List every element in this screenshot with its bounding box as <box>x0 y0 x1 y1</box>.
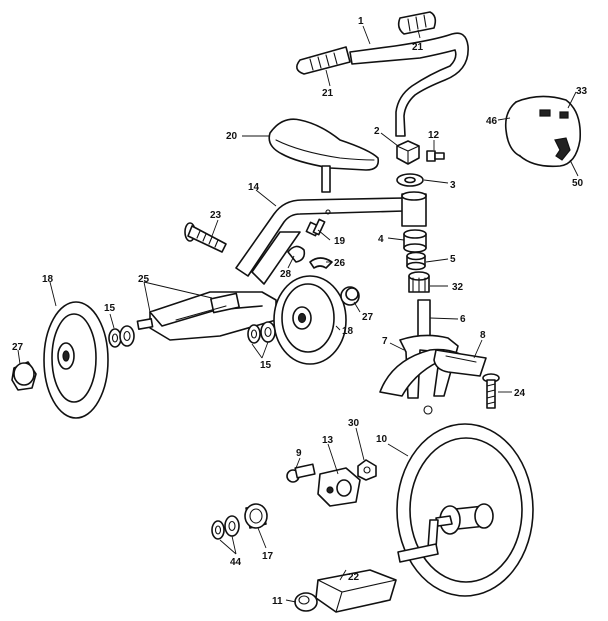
callout-20: 20 <box>226 131 238 142</box>
callout-8: 8 <box>480 330 486 341</box>
callout-24: 24 <box>514 388 526 399</box>
front-wheel-part-10 <box>396 423 534 597</box>
handlebar-grip-left <box>296 46 351 75</box>
callout-11: 11 <box>272 596 283 607</box>
screw-part-24 <box>482 373 500 409</box>
rear-wheel-left-part-18 <box>43 301 109 419</box>
callout-13: 13 <box>322 435 334 446</box>
callout-1: 1 <box>358 16 364 27</box>
pedal-part-22 <box>315 569 397 613</box>
frame-part-14 <box>235 191 427 285</box>
washer-part-3 <box>396 173 424 187</box>
callout-10: 10 <box>376 434 388 445</box>
screw-part-19 <box>305 218 326 237</box>
bearing-race-part-5 <box>406 251 426 271</box>
washer-set-left-part-15 <box>108 325 135 348</box>
bolt-part-9 <box>286 463 316 483</box>
washer-set-right-part-15 <box>247 321 276 344</box>
callout-12: 12 <box>428 130 440 141</box>
callout-30: 30 <box>348 418 360 429</box>
washer-set-part-44 <box>211 515 240 540</box>
fender-part-7 <box>379 348 461 397</box>
callout-14: 14 <box>248 182 260 193</box>
callout-25: 25 <box>138 274 150 285</box>
leader-lines <box>17 25 579 603</box>
callout-3: 3 <box>450 180 456 191</box>
handlebar-part-1 <box>349 32 469 137</box>
callout-18-right: 18 <box>342 326 354 337</box>
spring-clip-part-28 <box>287 245 306 263</box>
bearing-cup-part-4 <box>403 229 427 253</box>
callout-7: 7 <box>382 336 388 347</box>
hub-cap-right-part-27 <box>340 286 360 306</box>
bolt-part-12 <box>426 150 445 162</box>
callout-9: 9 <box>296 448 302 459</box>
callout-5: 5 <box>450 254 456 265</box>
callout-33: 33 <box>576 86 588 97</box>
callout-21-top: 21 <box>412 42 424 53</box>
callout-32: 32 <box>452 282 464 293</box>
callout-50: 50 <box>572 178 584 189</box>
callout-2: 2 <box>374 126 380 137</box>
bolt-part-23 <box>184 222 227 253</box>
callout-18-left: 18 <box>42 274 54 285</box>
callout-15-right: 15 <box>260 360 272 371</box>
bracket-part-8 <box>433 349 487 377</box>
handlebar-grip-right <box>397 11 437 35</box>
cap-part-11 <box>294 592 318 612</box>
callout-labels: 1 21 21 2 12 3 20 46 33 50 14 23 19 4 5 … <box>12 16 588 607</box>
clip-part-26 <box>309 257 333 269</box>
callout-46: 46 <box>486 116 498 127</box>
callout-21-left: 21 <box>322 88 334 99</box>
callout-17: 17 <box>262 551 274 562</box>
bearing-part-32 <box>408 271 430 293</box>
callout-27-left: 27 <box>12 342 24 353</box>
callout-4: 4 <box>378 234 384 245</box>
callout-28: 28 <box>280 269 292 280</box>
nut-part-2 <box>396 140 420 165</box>
nut-part-30 <box>357 459 377 481</box>
pedal-block-part-13 <box>317 467 361 507</box>
callout-27-right: 27 <box>362 312 374 323</box>
callout-22: 22 <box>348 572 360 583</box>
hub-cap-left-part-27 <box>11 361 37 391</box>
seat-part-20 <box>268 118 380 193</box>
bell-cover-part-46 <box>504 95 582 168</box>
callout-23: 23 <box>210 210 222 221</box>
callout-6: 6 <box>460 314 466 325</box>
rear-wheel-right-part-18 <box>273 275 347 365</box>
callout-26: 26 <box>334 258 346 269</box>
callout-15-left: 15 <box>104 303 116 314</box>
callout-44: 44 <box>230 557 242 568</box>
sleeve-part-17 <box>244 503 268 529</box>
callout-19: 19 <box>334 236 346 247</box>
